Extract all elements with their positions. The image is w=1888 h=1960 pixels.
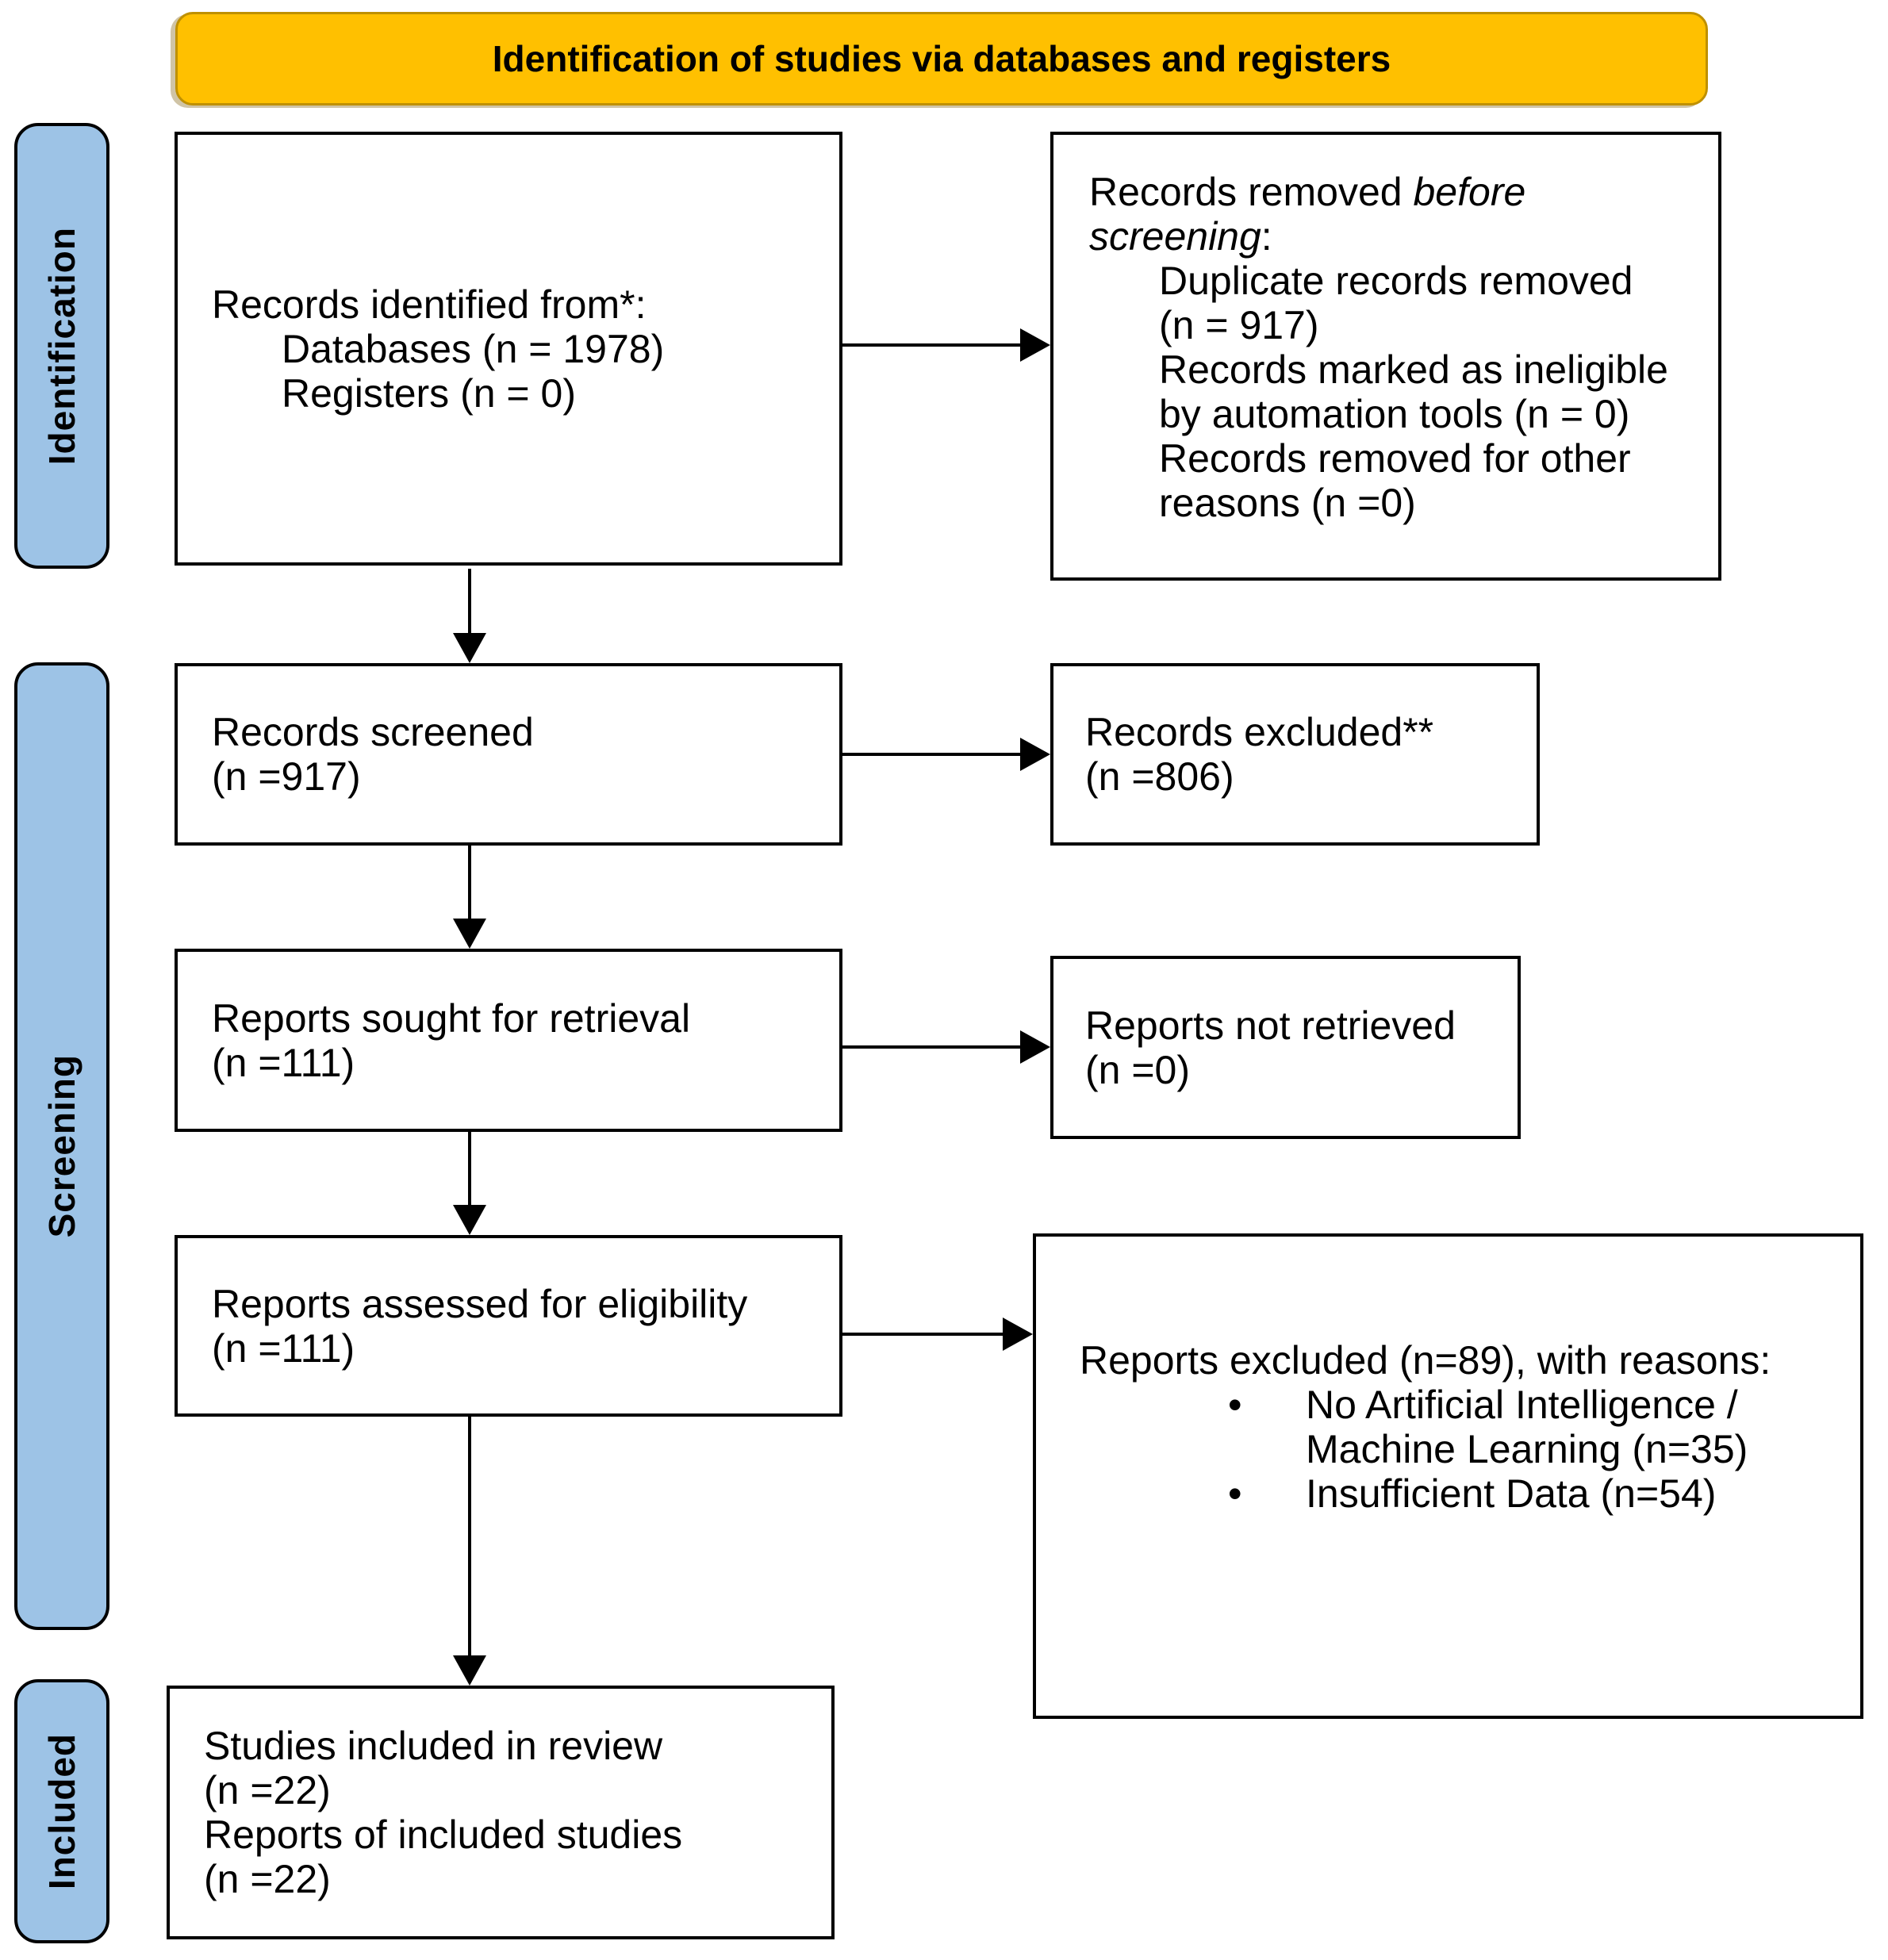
connector-sought-to-notretrieved [842, 1045, 1023, 1049]
records-excluded-count: (n =806) [1085, 754, 1234, 799]
studies-included-line: Studies included in review [204, 1724, 663, 1768]
box-records-excluded: Records excluded** (n =806) [1050, 663, 1540, 846]
stage-label-included: Included [41, 1732, 83, 1890]
box-reports-excluded-reasons: Reports excluded (n=89), with reasons: •… [1033, 1233, 1863, 1719]
box-reports-not-retrieved: Reports not retrieved (n =0) [1050, 956, 1521, 1139]
reports-excluded-header: Reports excluded (n=89), with reasons: [1080, 1338, 1771, 1383]
arrowhead-down-icon [453, 1655, 486, 1686]
connector-screened-to-sought [468, 846, 471, 922]
arrowhead-down-icon [453, 1205, 486, 1235]
reason-item: • No Artificial Intelligence / Machine Le… [1228, 1383, 1830, 1471]
diagram-title: Identification of studies via databases … [492, 38, 1391, 79]
arrowhead-right-icon [1020, 328, 1050, 362]
reports-assessed-count: (n =111) [212, 1325, 355, 1371]
bullet-icon: • [1228, 1383, 1242, 1427]
studies-included-count: (n =22) [204, 1768, 331, 1812]
reports-assessed-line: Reports assessed for eligibility [212, 1281, 748, 1326]
stage-label-identification: Identification [41, 226, 83, 466]
records-removed-header: Records removed before screening: [1089, 170, 1526, 259]
records-screened-line: Records screened [212, 710, 534, 754]
title-banner: Identification of studies via databases … [175, 12, 1708, 105]
connector-identified-to-screened [468, 569, 471, 636]
bullet-icon: • [1228, 1471, 1242, 1516]
connector-assessed-to-included [468, 1417, 471, 1659]
reports-excluded-reason-list: • No Artificial Intelligence / Machine Le… [1080, 1383, 1830, 1516]
records-excluded-line: Records excluded** [1085, 710, 1434, 754]
arrowhead-down-icon [453, 633, 486, 663]
box-records-identified: Records identified from*: Databases (n =… [175, 132, 842, 566]
connector-assessed-to-reasons [842, 1333, 1006, 1336]
stage-label-screening: Screening [41, 1054, 83, 1238]
reports-included-count: (n =22) [204, 1857, 331, 1901]
records-removed-other: Records removed for other reasons (n =0) [1159, 436, 1631, 525]
records-removed-duplicates: Duplicate records removed (n = 917) [1159, 259, 1633, 347]
reason-insufficient-data: Insufficient Data (n=54) [1306, 1471, 1717, 1516]
reason-item: • Insufficient Data (n=54) [1228, 1471, 1830, 1516]
reports-sought-line: Reports sought for retrieval [212, 995, 691, 1041]
reports-not-retrieved-line: Reports not retrieved [1085, 1003, 1456, 1048]
reason-no-ai-ml: No Artificial Intelligence / Machine Lea… [1306, 1383, 1748, 1471]
records-identified-registers: Registers (n = 0) [282, 370, 576, 416]
arrowhead-down-icon [453, 919, 486, 949]
stage-bar-included: Included [14, 1679, 109, 1943]
records-removed-automation: Records marked as ineligible by automati… [1159, 347, 1668, 436]
records-screened-count: (n =917) [212, 754, 361, 799]
box-studies-included: Studies included in review (n =22) Repor… [167, 1686, 835, 1939]
box-records-removed: Records removed before screening: Duplic… [1050, 132, 1721, 581]
records-identified-databases: Databases (n = 1978) [282, 326, 665, 371]
reports-included-line: Reports of included studies [204, 1812, 683, 1857]
reports-not-retrieved-count: (n =0) [1085, 1047, 1191, 1092]
records-identified-header: Records identified from*: [212, 282, 647, 327]
connector-sought-to-assessed [468, 1132, 471, 1208]
arrowhead-right-icon [1020, 1030, 1050, 1064]
arrowhead-right-icon [1020, 738, 1050, 771]
stage-bar-identification: Identification [14, 123, 109, 569]
box-records-screened: Records screened (n =917) [175, 663, 842, 846]
arrowhead-right-icon [1003, 1318, 1033, 1351]
box-reports-sought: Reports sought for retrieval (n =111) [175, 949, 842, 1132]
records-removed-italic: before screening [1089, 170, 1526, 259]
reports-sought-count: (n =111) [212, 1040, 355, 1085]
stage-bar-screening: Screening [14, 662, 109, 1630]
connector-identified-to-removed [842, 343, 1023, 347]
connector-screened-to-excluded [842, 753, 1023, 756]
box-reports-assessed: Reports assessed for eligibility (n =111… [175, 1235, 842, 1417]
